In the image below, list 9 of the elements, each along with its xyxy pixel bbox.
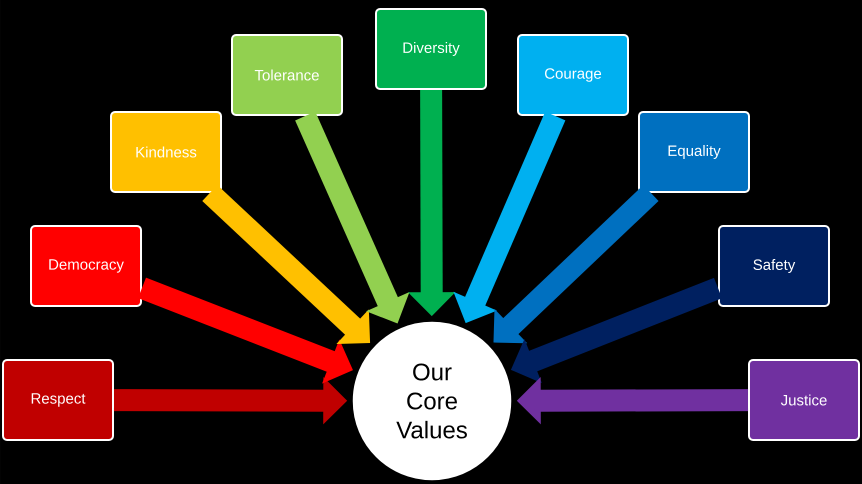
value-box: Kindness [110,111,222,193]
value-box: Democracy [30,225,142,307]
value-box: Courage [517,34,629,116]
value-box: Equality [638,111,750,193]
value-box: Justice [748,358,860,441]
value-box: Safety [718,225,830,307]
value-box: Diversity [375,8,487,90]
value-box: Tolerance [231,34,343,116]
value-box: Respect [2,358,114,441]
